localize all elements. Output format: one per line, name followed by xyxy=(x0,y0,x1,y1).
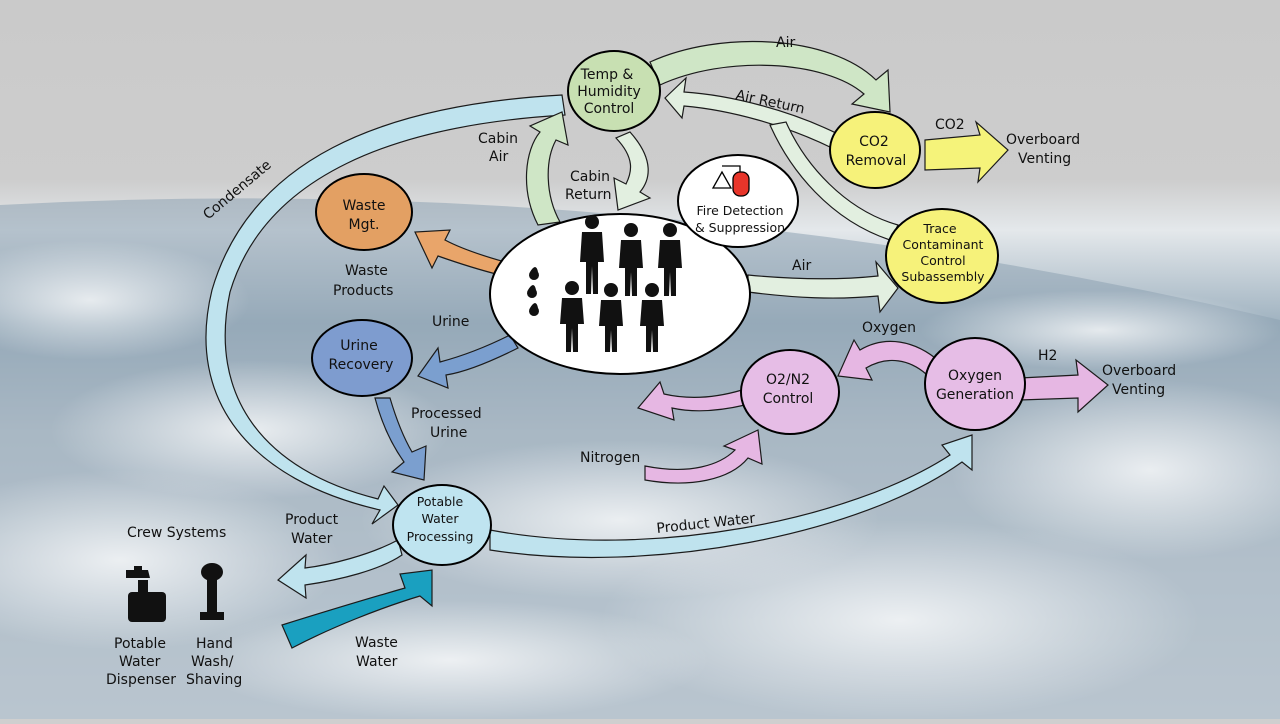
oxygen-flow-label: Oxygen xyxy=(862,320,916,336)
drop-icon xyxy=(529,303,539,317)
nitrogen-arrow xyxy=(644,429,763,484)
oxygen-line2: Generation xyxy=(936,387,1014,403)
venting2-label: Venting xyxy=(1112,382,1165,398)
drop-icon xyxy=(529,267,539,280)
air-mid-label: Air xyxy=(792,258,811,274)
overboard2-label: Overboard xyxy=(1102,363,1176,379)
trace-contaminant-node: Trace Contaminant Control Subassembly xyxy=(885,208,999,304)
cabin-return-label1: Cabin xyxy=(570,169,610,185)
co2-overboard-arrow xyxy=(924,120,1009,184)
fire-extinguisher-icon xyxy=(711,165,750,197)
drop-icon xyxy=(527,285,537,298)
crew-systems-title: Crew Systems xyxy=(127,525,226,541)
product-water-left-label1: Product xyxy=(285,512,339,528)
urine-recovery-node: Urine Recovery xyxy=(311,319,413,397)
h2-overboard-arrow xyxy=(1019,358,1109,414)
potable-water-node: Potable Water Processing xyxy=(392,484,492,566)
condensate-arrow xyxy=(205,94,566,525)
crew-icon xyxy=(619,223,643,296)
air-return-trace-arrow xyxy=(769,121,899,241)
urine-line2: Recovery xyxy=(329,357,394,373)
clouds xyxy=(0,240,1280,720)
urine-line1: Urine xyxy=(340,338,377,354)
o2n2-output-arrow xyxy=(636,380,746,421)
temp-line2: Humidity xyxy=(577,84,640,100)
waste-line2: Mgt. xyxy=(349,217,380,233)
oxygen-generation-node: Oxygen Generation xyxy=(924,337,1026,431)
processed-urine-label1: Processed xyxy=(411,406,482,422)
cabin-air-label2: Air xyxy=(489,149,508,165)
potable-water-dispenser-icon xyxy=(126,566,166,622)
trace-line2: Contaminant xyxy=(903,237,984,252)
waste-water-label2: Water xyxy=(356,654,398,670)
waste-water-label1: Waste xyxy=(355,635,398,651)
h2-flow-label: H2 xyxy=(1038,348,1057,364)
waste-mgt-node: Waste Mgt. xyxy=(315,173,413,251)
cabin-return-arrow xyxy=(613,131,652,211)
overboard1-label: Overboard xyxy=(1006,132,1080,148)
o2n2-control-node: O2/N2 Control xyxy=(740,349,840,435)
potable-line1: Potable xyxy=(417,494,464,509)
crew-icon xyxy=(640,283,664,352)
product-water-left-arrow xyxy=(277,539,403,600)
o2n2-line2: Control xyxy=(763,391,814,407)
crew-icon xyxy=(560,281,584,352)
trace-line4: Subassembly xyxy=(901,269,985,284)
urine-arrow xyxy=(417,334,519,389)
cabin-return-label2: Return xyxy=(565,187,611,203)
potable-line3: Processing xyxy=(407,529,474,544)
co2-removal-node: CO2 Removal xyxy=(829,111,921,189)
waste-water-arrow xyxy=(281,569,433,649)
fire-line1: Fire Detection xyxy=(696,203,783,218)
waste-line1: Waste xyxy=(343,198,386,214)
temp-line3: Control xyxy=(584,101,635,117)
o2n2-line1: O2/N2 xyxy=(766,372,810,388)
co2-line2: Removal xyxy=(846,153,907,169)
co2-flow-label: CO2 xyxy=(935,117,965,133)
nitrogen-label: Nitrogen xyxy=(580,450,640,466)
air-mid-arrow xyxy=(747,260,899,314)
temp-line1: Temp & xyxy=(580,67,634,83)
waste-products-label1: Waste xyxy=(345,263,388,279)
oxygen-line1: Oxygen xyxy=(948,368,1002,384)
crew-icon xyxy=(580,215,604,294)
hand-wash-icon xyxy=(200,563,224,620)
dispenser-label3: Dispenser xyxy=(106,672,176,688)
fire-detection-node: Fire Detection & Suppression xyxy=(677,154,799,248)
handwash-label3: Shaving xyxy=(186,672,242,688)
product-water-right-arrow xyxy=(489,434,973,559)
handwash-label2: Wash/ xyxy=(191,654,234,670)
dispenser-label1: Potable xyxy=(114,636,166,652)
dispenser-label2: Water xyxy=(119,654,161,670)
air-top-arrow xyxy=(649,40,891,113)
cabin xyxy=(489,213,751,375)
air-top-label: Air xyxy=(776,35,795,51)
waste-products-label2: Products xyxy=(333,283,393,299)
cabin-air-label1: Cabin xyxy=(478,131,518,147)
processed-urine-label2: Urine xyxy=(430,425,467,441)
crew-icon xyxy=(599,283,623,352)
temp-humidity-node: Temp & Humidity Control xyxy=(567,50,661,132)
co2-line1: CO2 xyxy=(859,134,889,150)
crew-systems: Crew Systems Potable Water Dispenser Han… xyxy=(106,525,242,688)
fire-line2: & Suppression xyxy=(695,220,785,235)
waste-arrow xyxy=(414,229,506,276)
trace-line3: Control xyxy=(920,253,965,268)
handwash-label1: Hand xyxy=(196,636,233,652)
processed-urine-arrow xyxy=(374,397,427,481)
trace-line1: Trace xyxy=(922,221,956,236)
oxygen-arrow xyxy=(837,338,941,381)
potable-line2: Water xyxy=(422,511,460,526)
venting1-label: Venting xyxy=(1018,151,1071,167)
crew-icon xyxy=(658,223,682,296)
crew-silhouettes xyxy=(527,215,682,352)
urine-flow-label: Urine xyxy=(432,314,469,330)
cabin-air-arrow xyxy=(525,111,569,226)
product-water-left-label2: Water xyxy=(291,531,333,547)
cabin-ellipse xyxy=(489,213,751,375)
